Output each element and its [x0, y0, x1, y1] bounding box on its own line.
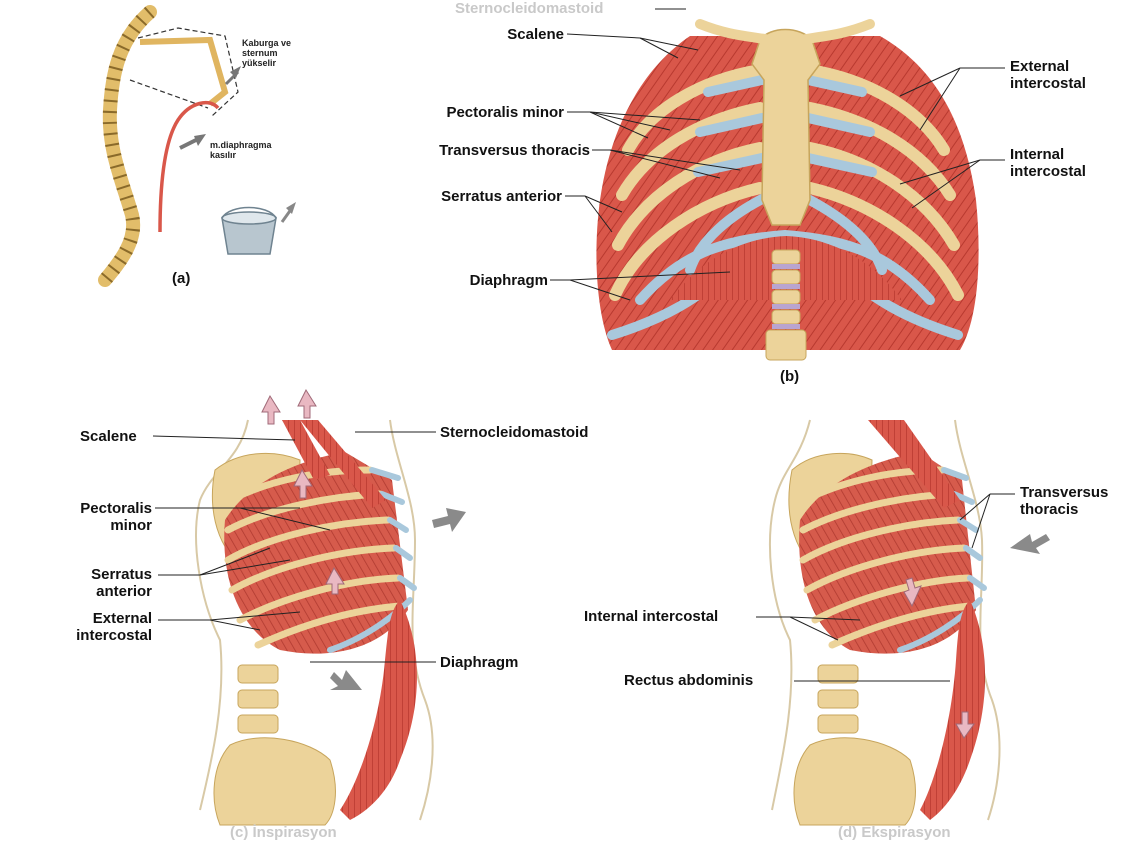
rib-solid — [140, 40, 225, 104]
label-transversus-thoracis-d: Transversus thoracis — [1020, 484, 1130, 518]
caption-c: (c) İnspirasyon — [230, 824, 337, 841]
caption-b: (b) — [780, 368, 799, 385]
arrow-up-1 — [262, 396, 280, 424]
label-serratus-anterior-b: Serratus anterior — [380, 188, 562, 205]
arrow-in-grey — [1010, 534, 1050, 554]
bucket-icon — [222, 202, 296, 254]
label-diaphragm-b: Diaphragm — [400, 272, 548, 289]
panel-c-inspiration — [153, 390, 466, 825]
arrow-out-grey — [432, 508, 466, 532]
label-internal-intercostal-d: Internal intercostal — [584, 608, 718, 625]
caption-a: (a) — [172, 270, 190, 287]
label-internal-intercostal-b: Internal intercostal — [1010, 146, 1120, 180]
label-pectoralis-minor-b: Pectoralis minor — [380, 104, 564, 121]
label-scalene-b: Scalene — [420, 26, 564, 43]
label-external-intercostal-c: External intercostal — [40, 610, 152, 644]
label-transversus-thoracis-b: Transversus thoracis — [360, 142, 590, 159]
diaphragm-line — [160, 103, 218, 232]
diaphragm-contract-note: m.diaphragma kasılır — [210, 140, 295, 160]
rib-rise-note: Kaburga ve sternum yükselir — [242, 38, 312, 68]
caption-d: (d) Ekspirasyon — [838, 824, 951, 841]
label-serratus-anterior-c: Serratus anterior — [40, 566, 152, 600]
label-sternocleidomastoid-c: Sternocleidomastoid — [440, 424, 588, 441]
label-scalene-c: Scalene — [80, 428, 137, 445]
panel-d-expiration — [756, 420, 1050, 825]
pelvis-c — [214, 738, 335, 825]
label-pectoralis-minor-c: Pectoralis minor — [40, 500, 152, 534]
label-sternocleidomastoid-top: Sternocleidomastoid — [455, 0, 603, 17]
label-diaphragm-c: Diaphragm — [440, 654, 518, 671]
label-external-intercostal-b: External intercostal — [1010, 58, 1120, 92]
arrow-up-2 — [298, 390, 316, 418]
panel-b-ribcage — [550, 9, 1005, 360]
pelvis-d — [794, 738, 915, 825]
label-rectus-abdominis-d: Rectus abdominis — [624, 672, 753, 689]
arrow-down-grey — [330, 670, 362, 690]
